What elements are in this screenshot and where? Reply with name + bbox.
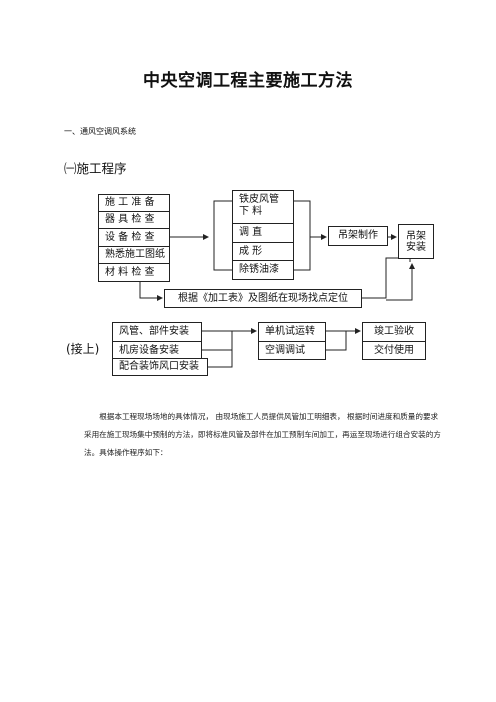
duct-stack: 铁皮风管 下 料 调 直 成 形 除锈油漆 (232, 190, 294, 280)
body-paragraph: 根据本工程现场场地的具体情况， 由现场施工人员提供风管加工明细表， 根据时间进度… (84, 408, 442, 462)
test-item: 空调调试 (265, 344, 305, 356)
prep-item: 设 备 检 查 (99, 229, 169, 247)
duct-item: 铁皮风管 下 料 (233, 191, 293, 224)
install-stack: 风管、部件安装 机房设备安装 (112, 322, 202, 360)
install-item: 风管、部件安装 (113, 323, 201, 342)
hanger-make-box: 吊架制作 (328, 226, 388, 246)
prep-item: 材 料 检 查 (105, 266, 155, 278)
prep-item: 施 工 准 备 (99, 195, 169, 212)
section-heading: 一、通风空调风系统 (64, 127, 136, 136)
duct-item: 除锈油漆 (239, 264, 279, 276)
install-item: 配合装饰风口安装 (112, 358, 208, 376)
final-stack: 竣工验收 交付使用 (362, 322, 426, 360)
duct-item: 调 直 (233, 224, 293, 243)
hanger-install-box: 吊架 安装 (398, 224, 434, 259)
final-item: 交付使用 (374, 344, 414, 356)
install-item: 机房设备安装 (119, 344, 179, 356)
page-title: 中央空调工程主要施工方法 (143, 71, 353, 91)
prep-stack: 施 工 准 备 器 具 检 查 设 备 检 查 熟悉施工图纸 材 料 检 查 (98, 194, 170, 282)
prep-item: 熟悉施工图纸 (99, 247, 169, 264)
test-item: 单机试运转 (259, 323, 325, 342)
continued-label: (接上) (66, 342, 100, 356)
prep-item: 器 具 检 查 (99, 212, 169, 229)
duct-item: 成 形 (233, 243, 293, 261)
subsection-heading: ㈠施工程序 (64, 161, 127, 176)
paragraph-text: 根据本工程现场场地的具体情况， 由现场施工人员提供风管加工明细表， 根据时间进度… (84, 412, 441, 457)
final-item: 竣工验收 (363, 323, 425, 342)
test-stack: 单机试运转 空调调试 (258, 322, 326, 360)
locate-box: 根据《加工表》及图纸在现场找点定位 (164, 289, 362, 308)
